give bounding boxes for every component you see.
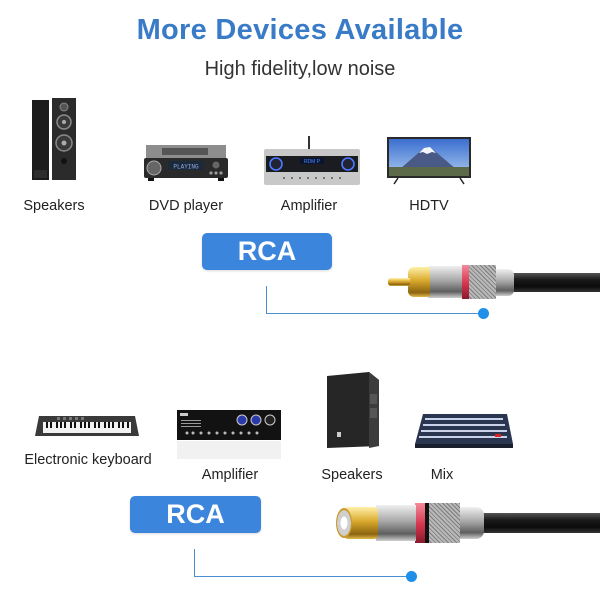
- device-label-electronic-keyboard: Electronic keyboard: [24, 452, 152, 468]
- connector-dot: [478, 308, 489, 319]
- rca-male-plug: [388, 262, 600, 302]
- cable: [508, 273, 600, 292]
- black-ring: [425, 503, 429, 543]
- connector-line-horizontal: [266, 313, 482, 314]
- page-title: More Devices Available: [136, 14, 464, 46]
- socket-opening: [336, 508, 352, 538]
- keyboard-icon: [35, 412, 139, 438]
- pa-speaker-icon: [323, 370, 381, 450]
- red-ring: [462, 265, 469, 299]
- jack-tail: [458, 507, 484, 539]
- gold-collar: [408, 267, 430, 297]
- device-label-speakers: Speakers: [23, 198, 85, 214]
- device-label-mix: Mix: [430, 467, 454, 483]
- dvd-player-icon: PLAYING: [144, 143, 228, 183]
- connector-line-vertical: [266, 286, 267, 313]
- svg-text:RDM P: RDM P: [304, 159, 321, 165]
- plug-grip: [468, 265, 496, 299]
- device-label-amplifier: Amplifier: [280, 198, 338, 214]
- gold-pin: [388, 278, 410, 286]
- svg-text:PLAYING: PLAYING: [173, 164, 199, 171]
- device-label-amplifier: Amplifier: [201, 467, 259, 483]
- rca-female-jack: [330, 500, 600, 546]
- page-subtitle: High fidelity,low noise: [204, 58, 396, 80]
- red-ring: [415, 503, 425, 543]
- rca-badge: RCA: [202, 233, 332, 270]
- device-label-speakers: Speakers: [321, 467, 383, 483]
- connector-dot: [406, 571, 417, 582]
- av-receiver-icon: RDM P: [262, 136, 362, 188]
- tv-icon: [386, 136, 472, 188]
- connector-line-horizontal: [194, 576, 410, 577]
- device-label-hdtv: HDTV: [409, 198, 449, 214]
- floor-speakers-icon: [30, 98, 78, 182]
- mixer-console-icon: [415, 412, 513, 450]
- rca-badge: RCA: [130, 496, 261, 533]
- connector-line-vertical: [194, 549, 195, 577]
- jack-body: [376, 505, 416, 541]
- plug-body: [428, 266, 462, 298]
- plug-tail: [492, 269, 514, 296]
- cable: [480, 513, 600, 533]
- jack-grip: [428, 503, 460, 543]
- device-label-dvd-player: DVD player: [148, 198, 224, 214]
- karaoke-amplifier-icon: [177, 410, 281, 460]
